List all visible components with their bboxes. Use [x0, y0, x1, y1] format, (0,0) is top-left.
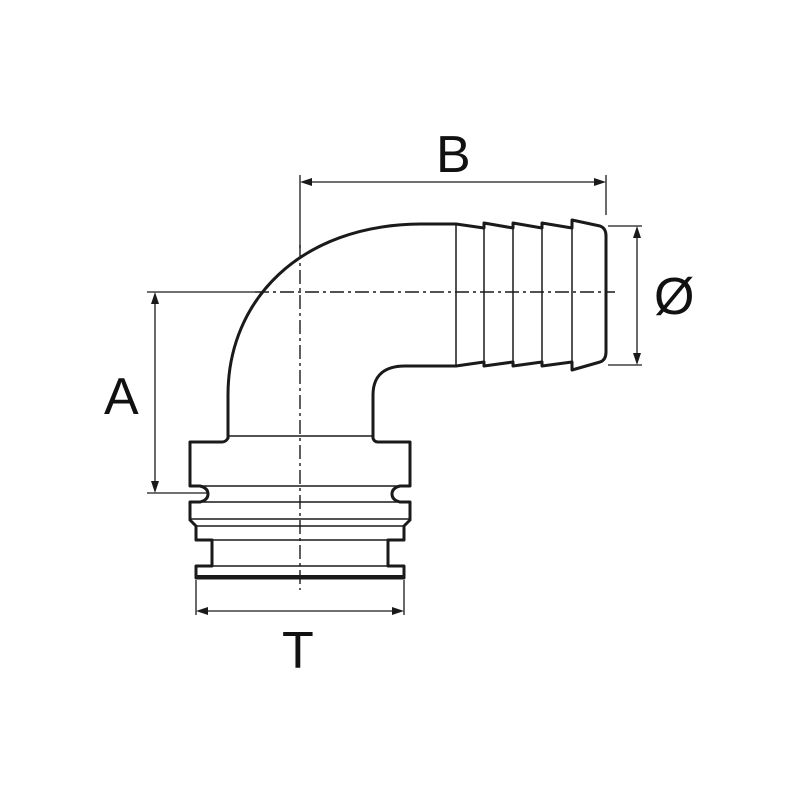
dimension-a: A: [104, 291, 255, 494]
hose-barb: [454, 218, 608, 372]
dimension-diameter-label: Ø: [654, 268, 694, 326]
dimension-t: T: [195, 580, 405, 680]
dimension-a-label: A: [104, 368, 139, 426]
center-lines: [255, 245, 615, 590]
dimension-diameter: Ø: [608, 225, 694, 366]
dimension-t-label: T: [282, 622, 314, 680]
dimension-b: B: [299, 126, 607, 248]
thread-base: [188, 436, 412, 580]
elbow-body: [226, 222, 458, 440]
dimension-b-label: B: [436, 126, 471, 184]
